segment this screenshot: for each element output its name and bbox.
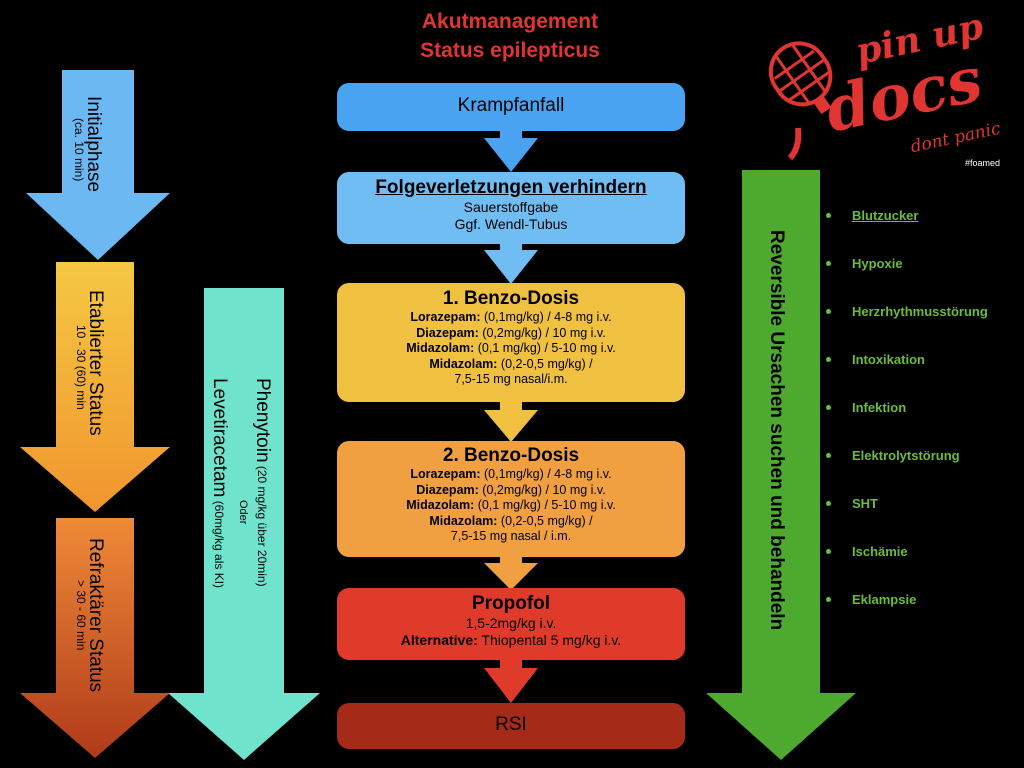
step-rsi-title: RSI: [495, 714, 527, 735]
drug-levetiracetam-dose: (60mg/kg als KI): [212, 500, 226, 589]
step-benzo-1-row: 7,5-15 mg nasal/i.m.: [454, 372, 568, 386]
phase-initial-sub-text: (ca. 10 min): [72, 118, 86, 182]
step-benzo-1-row: Midazolam: (0,1 mg/kg) / 5-10 mg i.v.: [406, 341, 616, 355]
phase-initial-sub: (ca. 10 min): [70, 118, 88, 181]
step-propofol: Propofol 1,5-2mg/kg i.v. Alternative: Th…: [337, 588, 685, 660]
phase-refractory-label: Refraktärer Status: [85, 538, 106, 693]
pinupdocs-logo: pin up docs dont panic #foamed: [760, 5, 1010, 178]
phase-refractory-sub-text: > 30 - 60 min: [74, 580, 88, 651]
step-krampfanfall: Krampfanfall: [337, 83, 685, 131]
reversible-label: Reversible Ursachen suchen und behandeln: [765, 230, 787, 630]
step-folgeverletzungen-title: Folgeverletzungen verhindern: [375, 177, 647, 198]
microphone-icon: [768, 41, 833, 161]
phase-refractory-sub: > 30 - 60 min: [72, 580, 90, 650]
cause-item: Ischämie: [822, 542, 988, 590]
step-rsi: RSI: [337, 703, 685, 749]
phase-established-sub: 10 - 30 (60) min: [72, 325, 90, 410]
cause-item: Herzrhythmusstörung: [822, 302, 988, 350]
step-benzo-1-row: Lorazepam: (0,1mg/kg) / 4-8 mg i.v.: [410, 310, 612, 324]
drug-or: Oder: [234, 500, 252, 524]
step-benzo-1: 1. Benzo-Dosis Lorazepam: (0,1mg/kg) / 4…: [337, 283, 685, 402]
phase-established: Etablierter Status: [84, 290, 106, 436]
step-benzo-1-title: 1. Benzo-Dosis: [442, 288, 580, 309]
cause-item: Blutzucker: [822, 206, 988, 254]
step-benzo-2-row: Midazolam: (0,2-0,5 mg/kg) /: [429, 513, 593, 528]
connector-arrow-5: [484, 660, 538, 703]
step-propofol-line2: Alternative: Thiopental 5 mg/kg i.v.: [400, 632, 622, 648]
phase-initial-label: Initialphase: [83, 96, 104, 193]
drug-levetiracetam: Levetiracetam (60mg/kg als KI): [208, 378, 230, 588]
phase-refractory: Refraktärer Status: [84, 538, 106, 692]
step-krampfanfall-title: Krampfanfall: [457, 95, 565, 116]
connector-arrow-3: [484, 401, 538, 442]
phase-initial: Initialphase: [82, 96, 104, 192]
cause-item: Intoxikation: [822, 350, 988, 398]
step-folgeverletzungen: Folgeverletzungen verhindern Sauerstoffg…: [337, 172, 685, 244]
title-line-1: Akutmanagement: [421, 10, 599, 33]
phase-established-sub-text: 10 - 30 (60) min: [74, 325, 88, 410]
drug-phenytoin-name: Phenytoin: [252, 378, 273, 463]
title-line-2: Status epilepticus: [420, 39, 600, 62]
step-benzo-1-row: Midazolam: (0,2-0,5 mg/kg) /: [429, 356, 593, 371]
step-folgeverletzungen-line2: Ggf. Wendl-Tubus: [454, 216, 568, 232]
step-propofol-title: Propofol: [471, 593, 551, 614]
connector-arrow-2: [484, 244, 538, 284]
step-benzo-2-title: 2. Benzo-Dosis: [442, 445, 580, 466]
step-benzo-1-row: Diazepam: (0,2mg/kg) / 10 mg i.v.: [416, 325, 606, 340]
drug-levetiracetam-name: Levetiracetam: [209, 378, 230, 498]
cause-item: Eklampsie: [822, 590, 988, 638]
logo-hashtag: #foamed: [965, 158, 1001, 168]
drugs-arrow: [168, 288, 320, 760]
step-benzo-2-row: Midazolam: (0,1 mg/kg) / 5-10 mg i.v.: [406, 498, 616, 512]
step-folgeverletzungen-line1: Sauerstoffgabe: [463, 199, 559, 215]
reversible-label-text: Reversible Ursachen suchen und behandeln: [766, 230, 787, 631]
drug-phenytoin-dose: (20 mg/kg über 20min): [255, 465, 269, 587]
cause-item: Hypoxie: [822, 254, 988, 302]
phase-established-label: Etablierter Status: [85, 290, 106, 436]
connector-arrow-1: [484, 131, 538, 172]
step-benzo-2-row: 7,5-15 mg nasal / i.m.: [450, 529, 572, 543]
cause-item: Infektion: [822, 398, 988, 446]
reversible-causes-list: Blutzucker Hypoxie Herzrhythmusstörung I…: [822, 206, 988, 638]
step-benzo-2-row: Lorazepam: (0,1mg/kg) / 4-8 mg i.v.: [410, 467, 612, 481]
step-benzo-2: 2. Benzo-Dosis Lorazepam: (0,1mg/kg) / 4…: [337, 441, 685, 557]
cause-item: Elektrolytstörung: [822, 446, 988, 494]
initialphase-arrow: [26, 70, 170, 260]
step-propofol-line1: 1,5-2mg/kg i.v.: [465, 615, 557, 631]
connector-arrow-4: [484, 556, 538, 590]
drug-or-text: Oder: [237, 500, 249, 525]
reversible-arrow: [706, 170, 856, 760]
cause-item: SHT: [822, 494, 988, 542]
drug-phenytoin: Phenytoin (20 mg/kg über 20min): [251, 378, 273, 587]
refraktaer-arrow: [20, 518, 170, 758]
step-benzo-2-row: Diazepam: (0,2mg/kg) / 10 mg i.v.: [416, 482, 606, 497]
etablierter-arrow: [20, 262, 170, 512]
